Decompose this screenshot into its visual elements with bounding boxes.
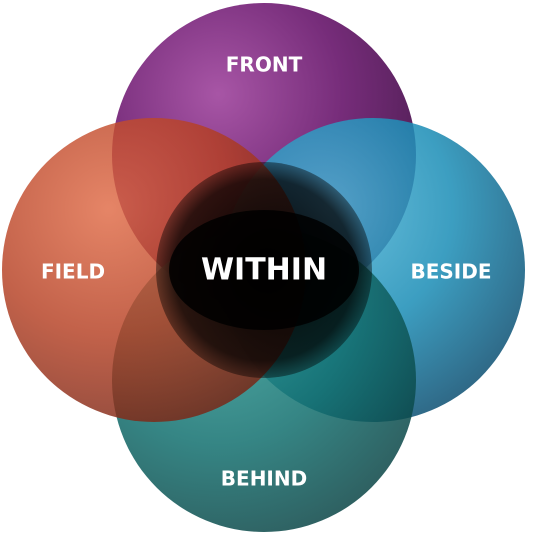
center-core <box>169 210 359 330</box>
label-field: FIELD <box>41 260 105 284</box>
label-center: WITHIN <box>201 253 327 288</box>
label-behind: BEHIND <box>221 467 307 491</box>
label-front: FRONT <box>226 53 303 77</box>
label-beside: BESIDE <box>410 260 491 284</box>
